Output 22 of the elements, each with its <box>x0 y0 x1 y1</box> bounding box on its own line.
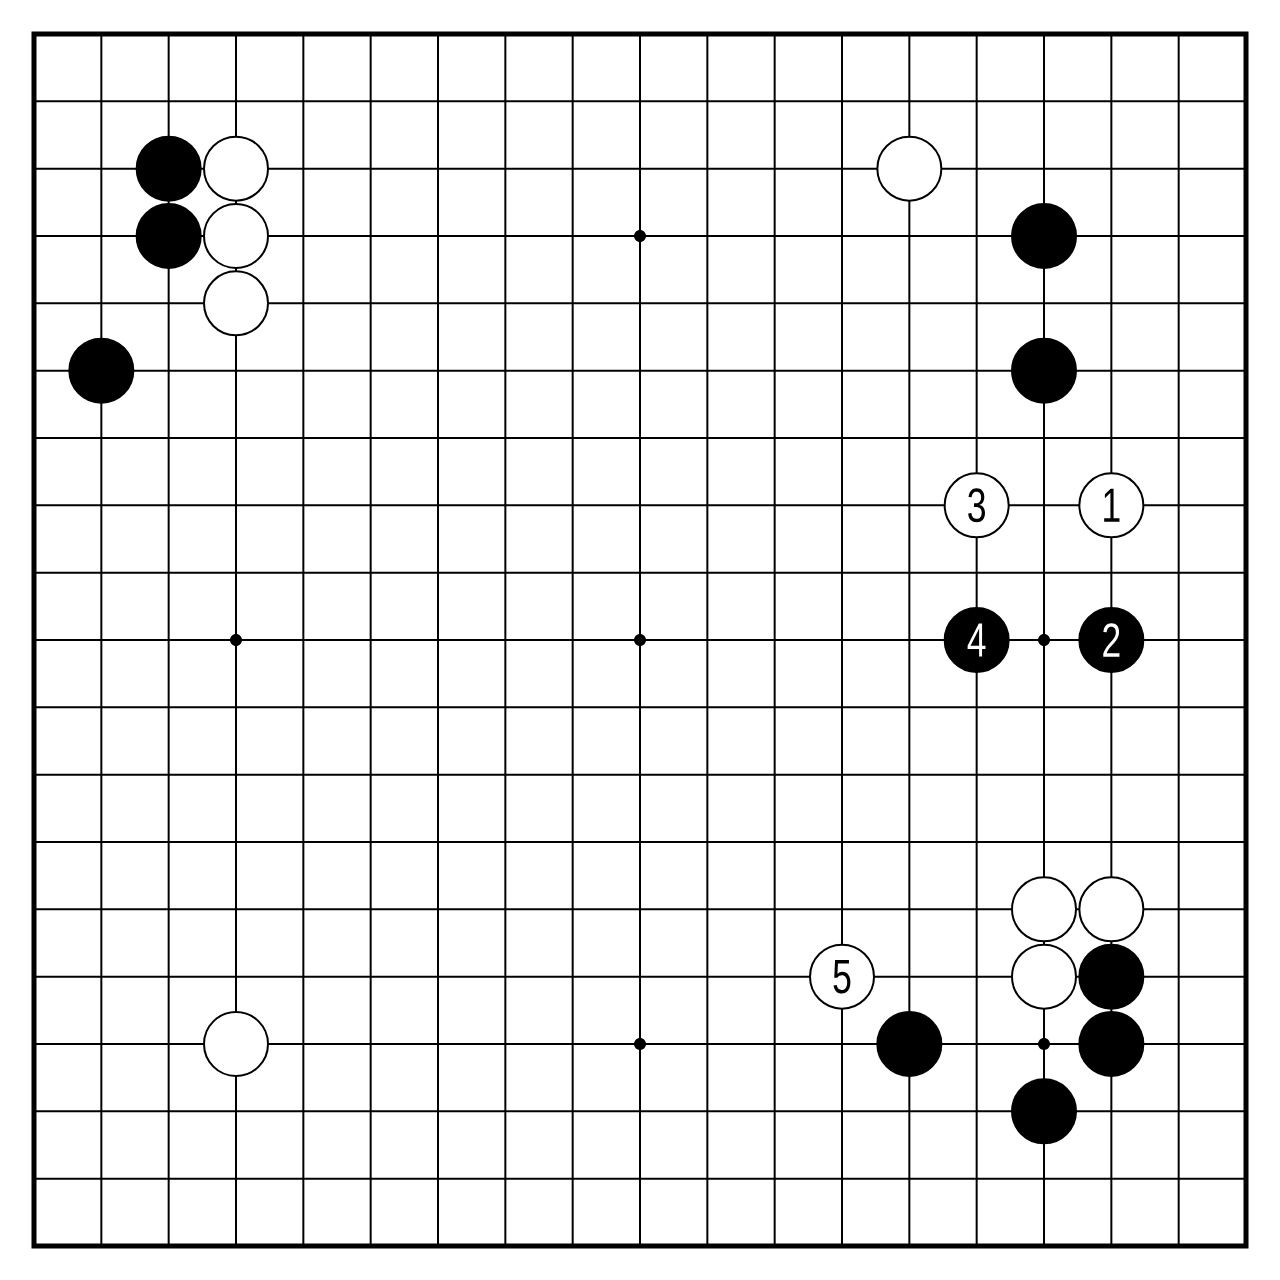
go-stone <box>1011 943 1077 1010</box>
go-stone <box>1011 337 1077 404</box>
go-stone <box>1011 876 1077 943</box>
go-stone <box>876 1011 943 1077</box>
go-stone <box>876 135 943 202</box>
go-stone: 3 <box>943 472 1010 539</box>
go-stone <box>1078 1011 1145 1077</box>
go-stone <box>1078 943 1145 1010</box>
go-stone <box>1078 876 1145 943</box>
go-stone: 2 <box>1078 607 1145 673</box>
go-stone <box>203 270 269 337</box>
go-stone <box>135 203 202 269</box>
go-stone: 4 <box>943 607 1010 673</box>
go-stone: 5 <box>809 943 875 1010</box>
go-stone <box>203 135 269 202</box>
go-stone <box>1011 203 1077 269</box>
go-stone <box>203 203 269 269</box>
go-stone: 1 <box>1078 472 1145 539</box>
go-stone <box>135 135 202 202</box>
go-stone <box>203 1011 269 1077</box>
go-stone <box>68 337 135 404</box>
go-stone <box>1011 1078 1077 1145</box>
